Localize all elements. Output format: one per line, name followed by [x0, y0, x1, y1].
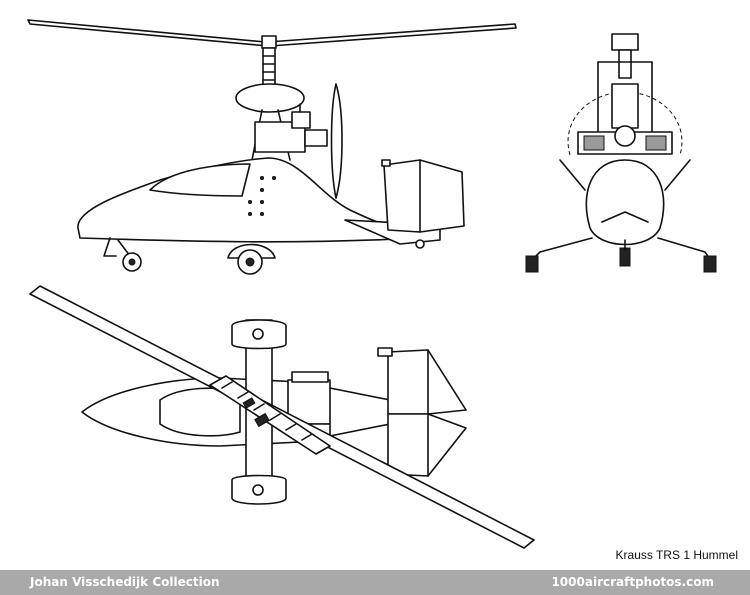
side-tail-wheel [415, 239, 425, 249]
side-rotor-blade-left [27, 19, 269, 47]
side-fuselage [77, 157, 421, 243]
top-tail-upper [387, 349, 467, 415]
website-credit: 1000aircraftphotos.com [551, 575, 714, 589]
top-engine [287, 379, 331, 425]
front-right-wheel [703, 255, 717, 273]
side-rotor-hub [261, 35, 277, 49]
drawing-caption: Krauss TRS 1 Hummel [615, 548, 738, 562]
top-view [29, 285, 535, 549]
side-rivets [248, 176, 276, 216]
front-rotor-head [611, 33, 639, 51]
side-canopy [149, 163, 251, 197]
front-engine [611, 83, 639, 129]
side-rotor-blade-right [267, 23, 517, 47]
side-view [27, 19, 517, 275]
front-view [525, 33, 717, 273]
collection-credit: Johan Visschedijk Collection [30, 575, 220, 589]
side-tail-fin [383, 159, 465, 233]
side-propeller [330, 83, 343, 199]
front-propeller-disc [567, 91, 683, 156]
front-fuselage [585, 159, 665, 246]
top-rotor-hub [209, 375, 331, 455]
side-tank-fairing [235, 83, 305, 113]
footer-bar: Johan Visschedijk Collection 1000aircraf… [0, 570, 750, 595]
autogyro-three-view-drawing [27, 19, 717, 549]
front-left-wheel [525, 255, 539, 273]
side-rotor-mast [262, 47, 276, 89]
top-canopy [159, 387, 241, 437]
top-tail-lower [387, 413, 467, 477]
